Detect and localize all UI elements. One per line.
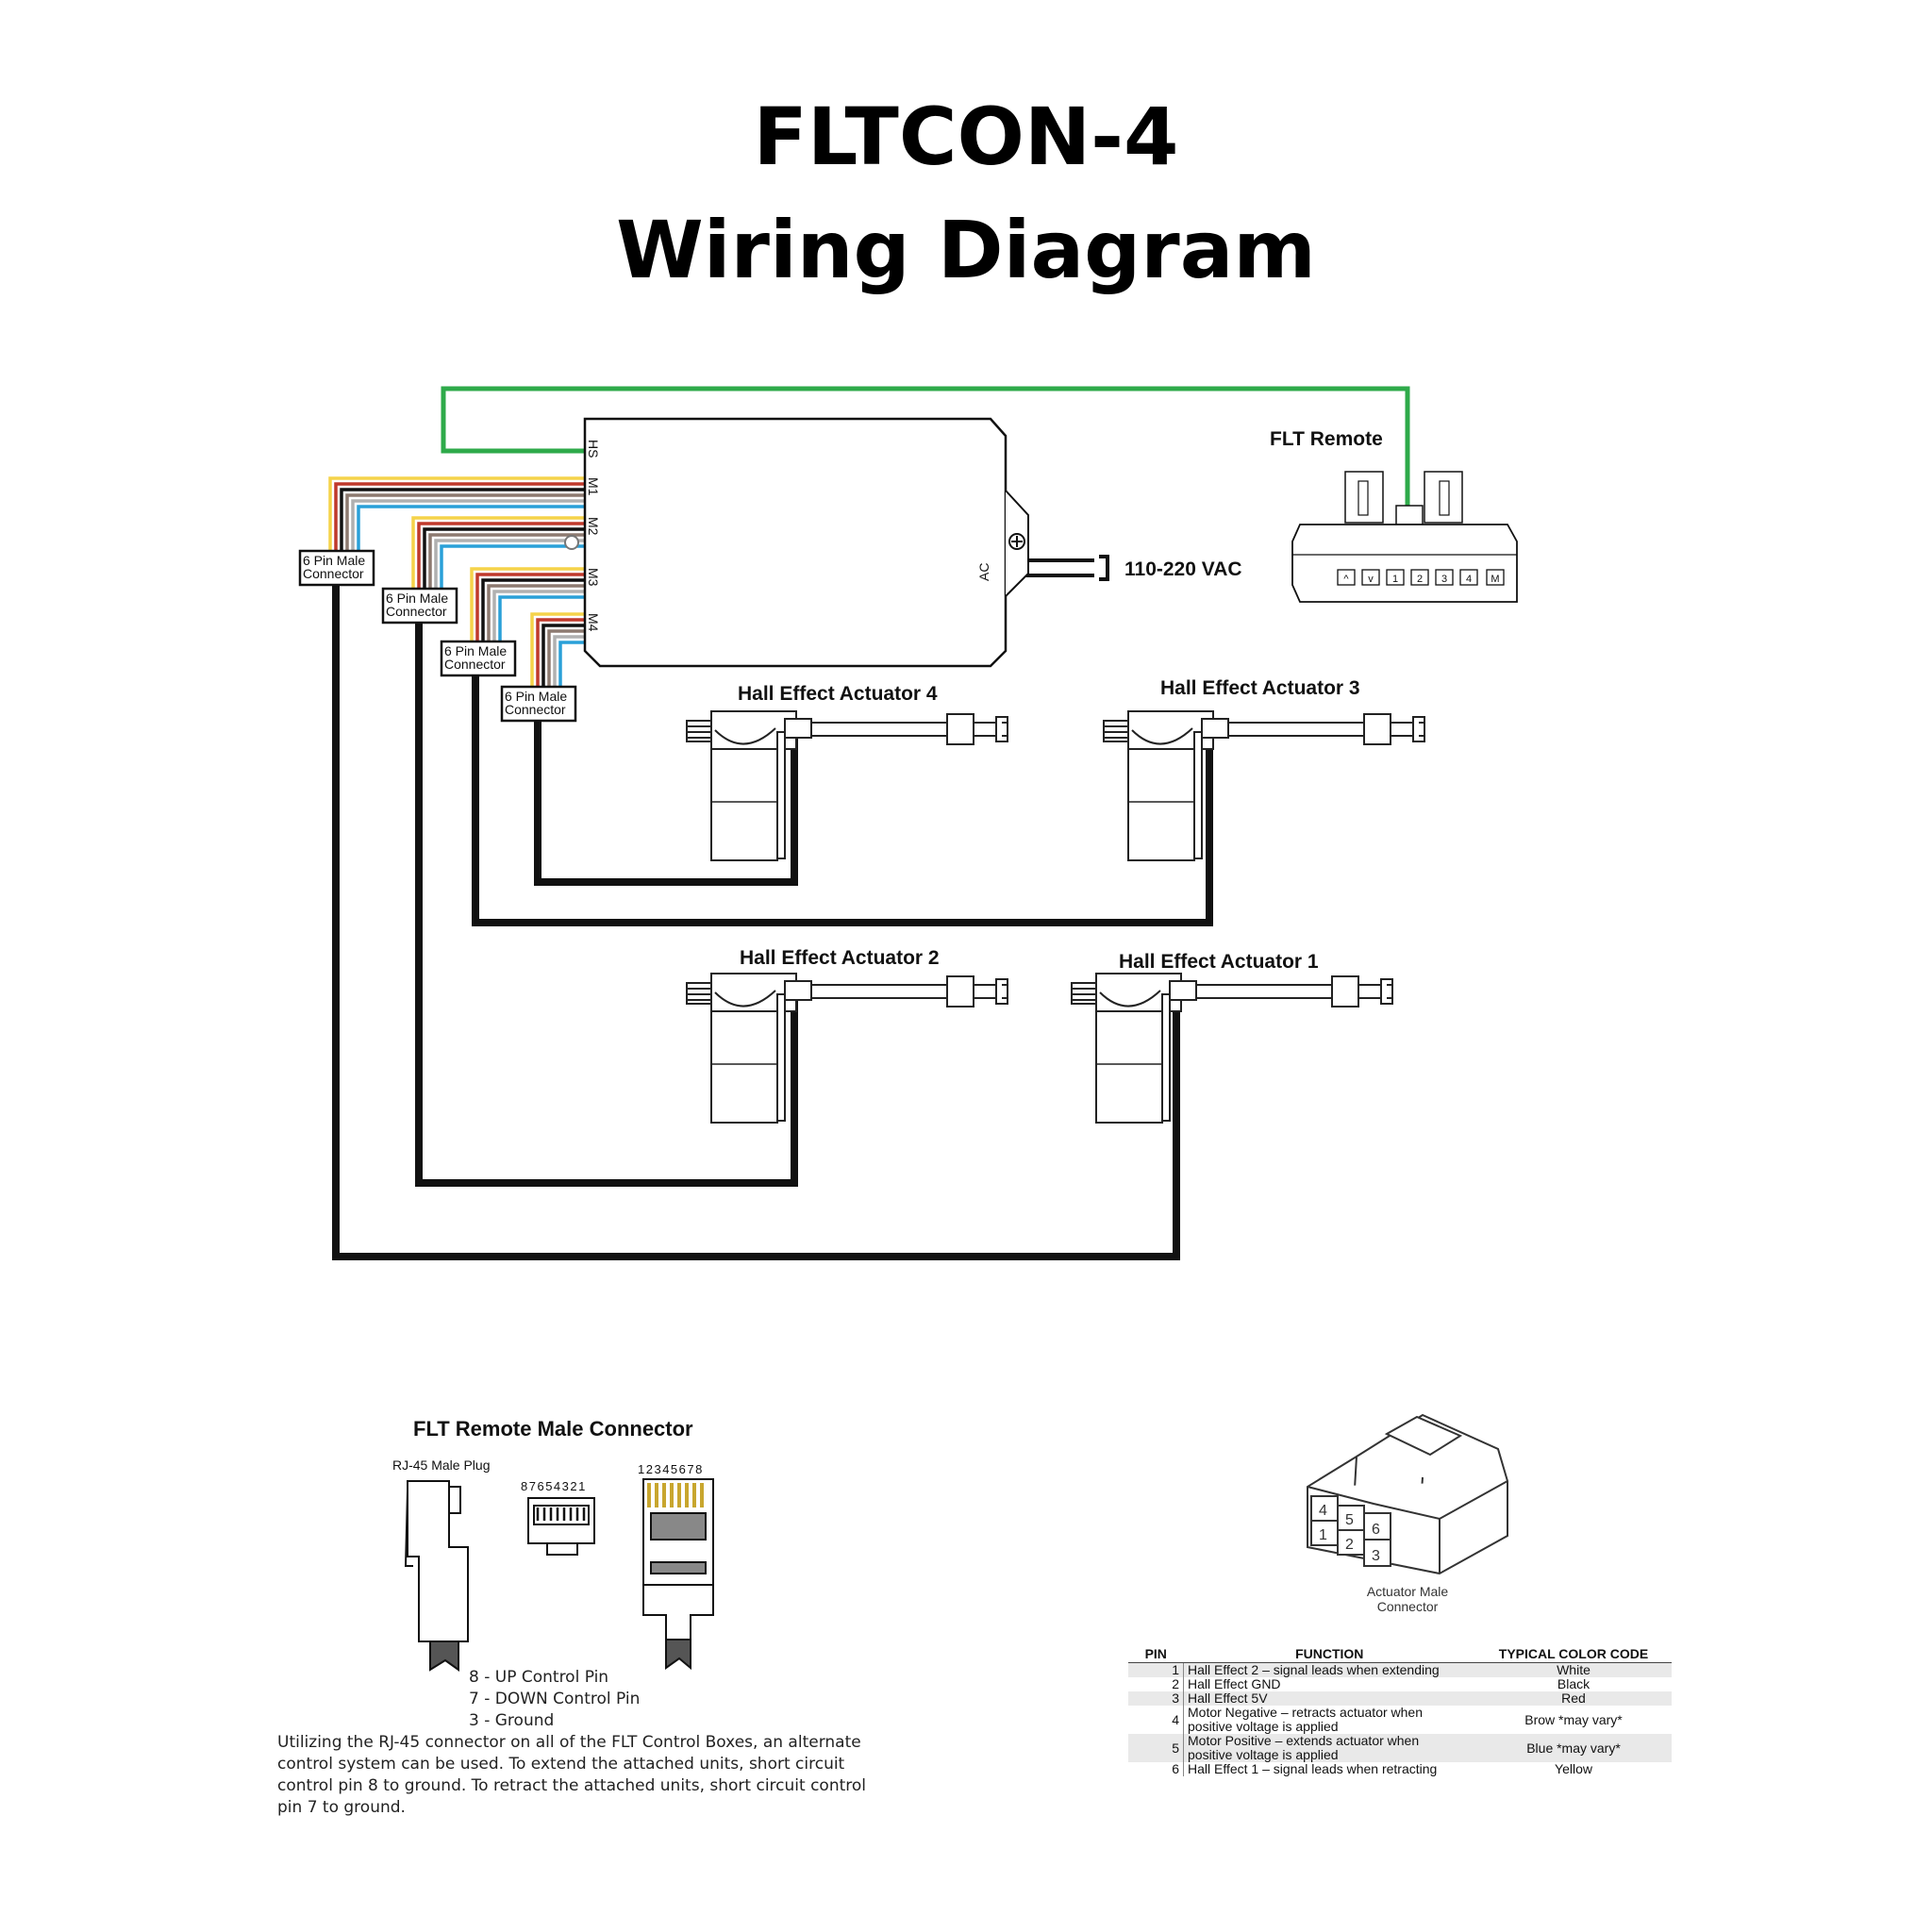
actuator-male-connector-icon xyxy=(1307,1413,1508,1575)
remote-button-6: M xyxy=(1486,569,1505,586)
remote-button-3: 2 xyxy=(1410,569,1429,586)
control-box: HS M1 M2 M3 M4 AC xyxy=(564,417,1029,668)
svg-text:6 Pin Male: 6 Pin Male xyxy=(444,643,507,658)
rj45-pin-order-front: 87654321 xyxy=(521,1479,587,1493)
rj45-plug-label: RJ-45 Male Plug xyxy=(392,1457,491,1473)
actuator-connector-label-1: Actuator Male xyxy=(1367,1584,1449,1599)
pin-table-header-pin: PIN xyxy=(1128,1645,1184,1663)
svg-text:Connector: Connector xyxy=(386,604,447,619)
svg-text:1: 1 xyxy=(1392,574,1398,585)
rj45-pin-ground: 3 - Ground xyxy=(469,1711,555,1730)
remote-button-1: v xyxy=(1361,569,1380,586)
actuator-connector-pin-1: 1 xyxy=(1319,1527,1327,1543)
svg-text:Connector: Connector xyxy=(505,702,566,717)
ac-label: AC xyxy=(976,563,991,581)
rj45-description: Utilizing the RJ-45 connector on all of … xyxy=(277,1733,866,1817)
remote-link-wire xyxy=(441,386,1410,509)
rj45-pin-up: 8 - UP Control Pin xyxy=(469,1668,609,1687)
remote-button-4: 3 xyxy=(1435,569,1454,586)
actuator-3: Hall Effect Actuator 2 xyxy=(686,947,1008,1124)
port-m2: M2 xyxy=(586,517,601,536)
port-m4: M4 xyxy=(586,613,601,632)
rj45-pin-down: 7 - DOWN Control Pin xyxy=(469,1690,641,1708)
page-subtitle: Wiring Diagram xyxy=(616,204,1316,296)
port-m1: M1 xyxy=(586,477,601,496)
harness-m1 xyxy=(328,476,585,552)
svg-text:Hall Effect Actuator 2: Hall Effect Actuator 2 xyxy=(740,947,940,969)
remote-label: FLT Remote xyxy=(1270,428,1383,450)
rj45-heading: FLT Remote Male Connector xyxy=(413,1417,693,1441)
remote-button-0: ^ xyxy=(1337,569,1356,586)
svg-text:Hall Effect Actuator 3: Hall Effect Actuator 3 xyxy=(1160,677,1360,699)
rj45-section: FLT Remote Male Connector RJ-45 Male Plu… xyxy=(392,1417,714,1672)
actuator-connector-pin-5: 5 xyxy=(1345,1512,1354,1528)
svg-text:Hall Effect Actuator 1: Hall Effect Actuator 1 xyxy=(1119,951,1319,973)
rj45-side-view-icon xyxy=(404,1480,469,1672)
actuators: Hall Effect Actuator 4 Hall Effect Actuat… xyxy=(686,677,1425,1124)
remote-button-5: 4 xyxy=(1459,569,1478,586)
page-title: FLTCON-4 xyxy=(753,91,1179,183)
harness-m4 xyxy=(530,612,585,688)
rj45-front-view-icon xyxy=(527,1497,595,1556)
power-label: 110-220 VAC xyxy=(1124,558,1242,580)
actuator-1: Hall Effect Actuator 4 xyxy=(686,683,1008,861)
harness-m2 xyxy=(411,516,585,590)
rj45-pin-list: 8 - UP Control Pin 7 - DOWN Control Pin … xyxy=(469,1667,640,1732)
cable-m1-actuator-1 xyxy=(332,585,1180,1260)
actuator-4: Hall Effect Actuator 1 xyxy=(1071,951,1393,1124)
svg-text:4: 4 xyxy=(1466,574,1472,585)
svg-text:6 Pin Male: 6 Pin Male xyxy=(303,553,365,568)
actuator-connector-pin-6: 6 xyxy=(1372,1522,1380,1538)
svg-text:M: M xyxy=(1491,574,1499,585)
cable-m3-actuator-3 xyxy=(472,675,1213,926)
actuator-connector-pin-2: 2 xyxy=(1345,1537,1354,1553)
svg-text:3: 3 xyxy=(1441,574,1447,585)
pin-table-header-function: FUNCTION xyxy=(1183,1645,1475,1663)
svg-text:Connector: Connector xyxy=(303,566,364,581)
svg-text:2: 2 xyxy=(1417,574,1423,585)
cable-m4-actuator-4 xyxy=(534,721,798,886)
actuator-connector-label-2: Connector xyxy=(1377,1599,1439,1614)
svg-text:6 Pin Male: 6 Pin Male xyxy=(505,689,567,704)
pin-table-header-color: TYPICAL COLOR CODE xyxy=(1475,1645,1672,1663)
remote-buttons: ^ v 1 2 3 4 M xyxy=(1337,569,1505,586)
svg-text:^: ^ xyxy=(1343,574,1349,585)
actuator-connector-pin-4: 4 xyxy=(1319,1503,1327,1519)
rj45-top-view-icon xyxy=(642,1478,714,1671)
svg-text:Hall Effect Actuator 4: Hall Effect Actuator 4 xyxy=(738,683,938,705)
port-m3: M3 xyxy=(586,568,601,587)
cable-m2-actuator-2 xyxy=(415,623,798,1187)
actuator-connector-pin-3: 3 xyxy=(1372,1548,1380,1564)
port-hs: HS xyxy=(586,440,601,458)
svg-text:6 Pin Male: 6 Pin Male xyxy=(386,591,448,606)
remote-button-2: 1 xyxy=(1386,569,1405,586)
actuator-2: Hall Effect Actuator 3 xyxy=(1103,677,1425,861)
harness-m3 xyxy=(470,567,585,642)
svg-text:Connector: Connector xyxy=(444,657,506,672)
rj45-pin-order-top: 12345678 xyxy=(638,1462,704,1476)
svg-text:v: v xyxy=(1368,574,1374,585)
